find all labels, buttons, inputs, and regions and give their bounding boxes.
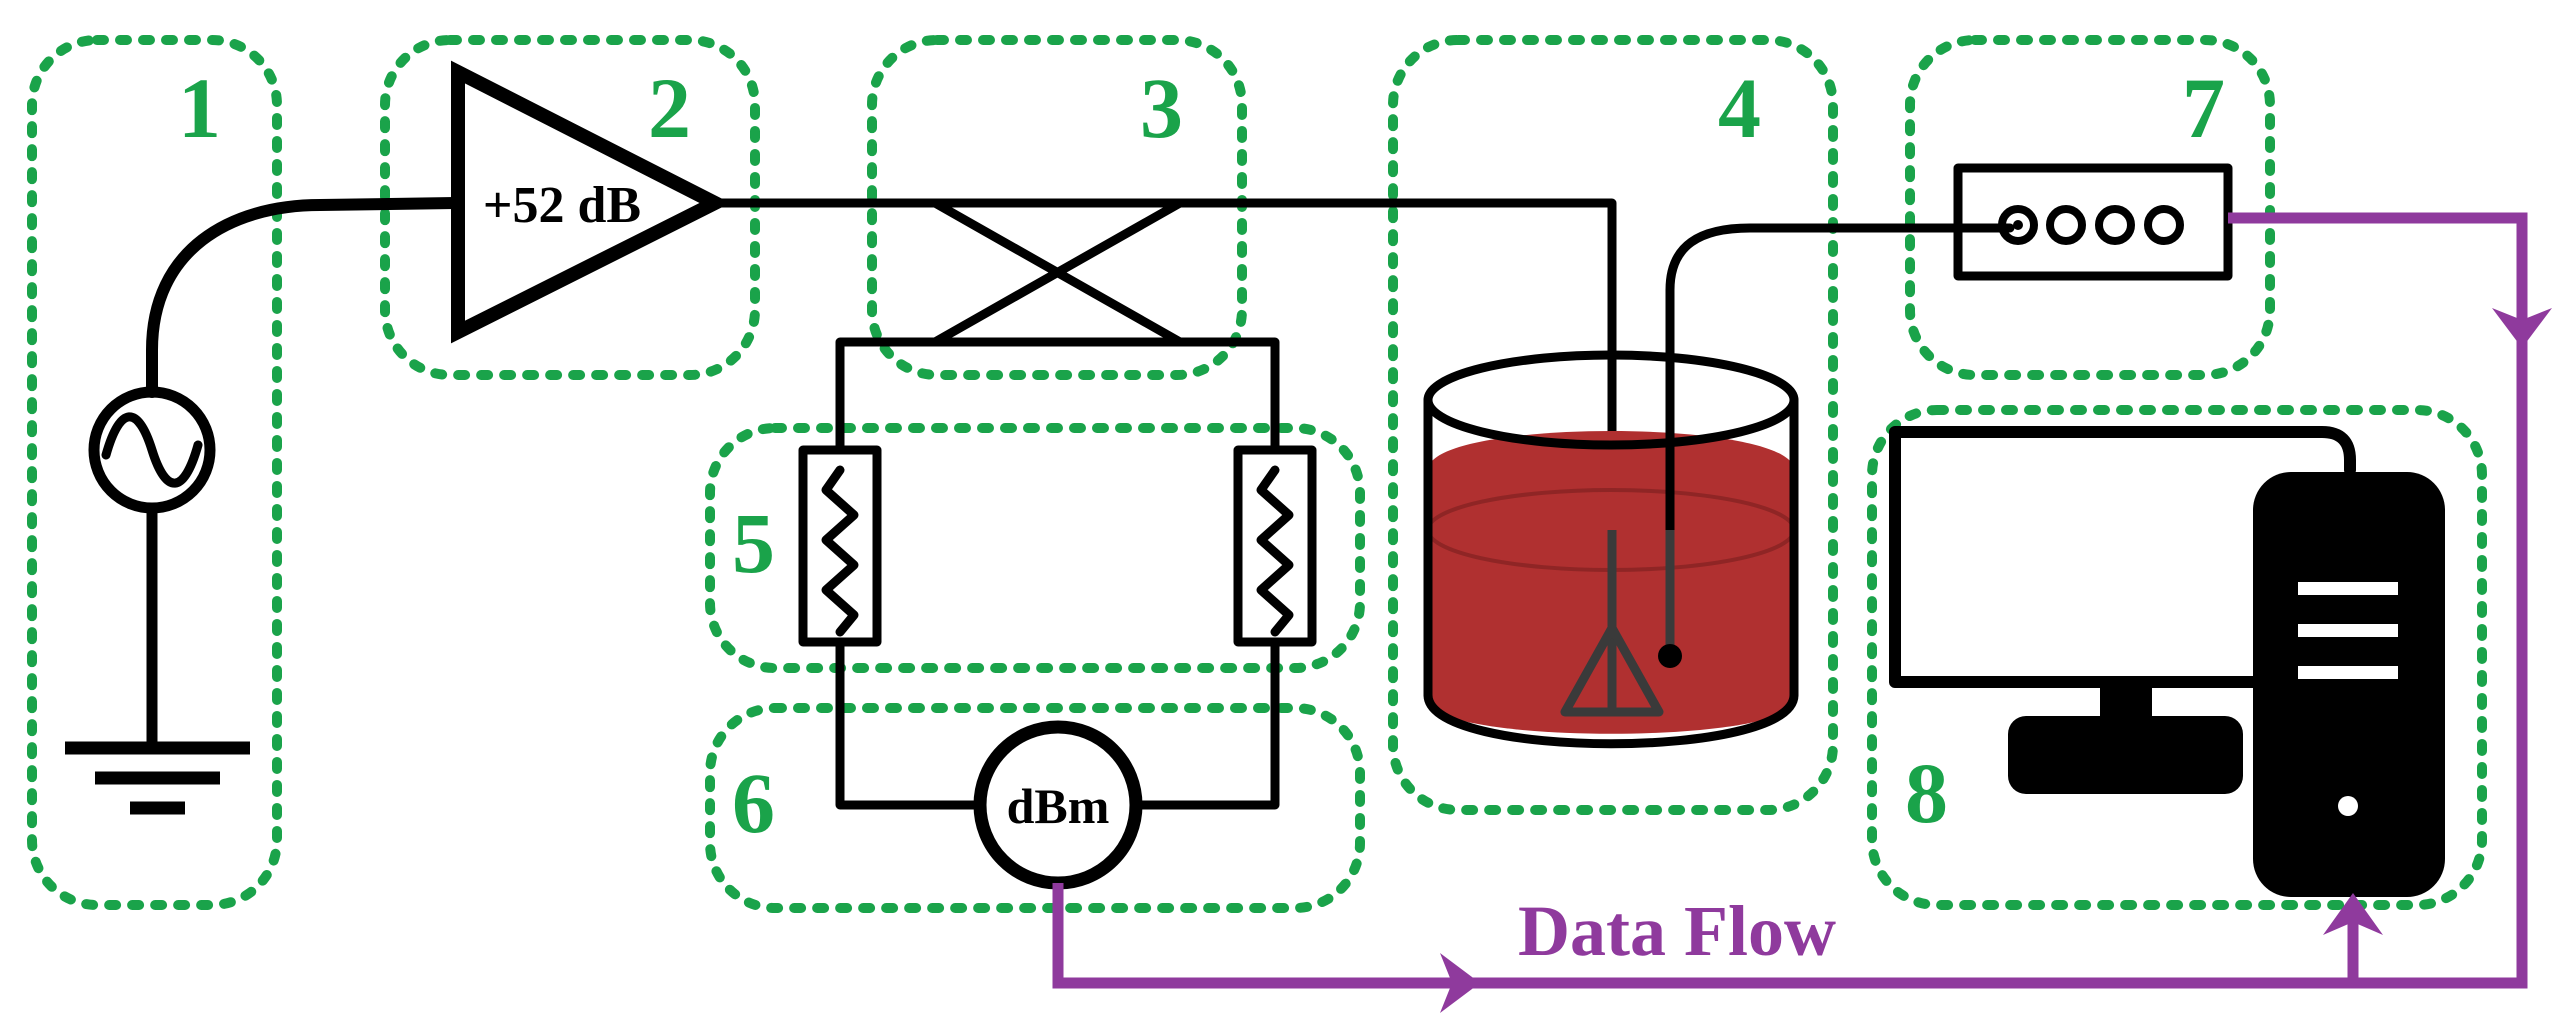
module-box-6 — [705, 703, 1365, 913]
data-flow-label: Data Flow — [1518, 891, 1836, 971]
data-logger-icon — [1953, 163, 2233, 281]
directional-coupler-icon — [930, 198, 1185, 347]
module-number-8: 8 — [1905, 745, 1948, 841]
monitor-icon — [1889, 426, 2356, 688]
ground-icon — [65, 741, 250, 815]
module-number-4: 4 — [1718, 60, 1761, 156]
amplifier-to-probe-wire — [710, 198, 1617, 535]
data-flow-lines — [1052, 212, 2552, 1013]
source-to-amplifier-wire — [146, 197, 461, 398]
probe-icon — [1560, 530, 1664, 717]
amplifier-icon: +52 dB — [451, 60, 731, 344]
keyboard-icon — [2008, 684, 2243, 794]
attenuator-to-meter-wires — [835, 637, 1280, 810]
attenuator-right-icon — [1233, 445, 1317, 647]
module-number-3: 3 — [1140, 60, 1183, 156]
module-number-6: 6 — [732, 755, 775, 851]
module-box-7 — [1905, 35, 2275, 380]
thermometer-icon — [1658, 223, 2015, 668]
module-box-5 — [705, 423, 1365, 673]
power-meter-icon: dBm — [973, 720, 1143, 890]
attenuator-left-icon — [798, 445, 882, 647]
computer-tower-icon — [2253, 472, 2445, 897]
module-box-8 — [1867, 405, 2487, 910]
module-number-5: 5 — [732, 495, 775, 591]
power-meter-label: dBm — [1007, 778, 1110, 834]
ac-source-icon — [88, 386, 216, 514]
coupler-bottom-line — [835, 337, 1280, 455]
module-number-2: 2 — [648, 60, 691, 156]
module-box-4 — [1388, 35, 1838, 815]
module-box-1 — [27, 35, 282, 910]
amplifier-gain-label: +52 dB — [483, 177, 641, 234]
module-number-1: 1 — [178, 60, 221, 156]
module-number-7: 7 — [2182, 60, 2225, 156]
